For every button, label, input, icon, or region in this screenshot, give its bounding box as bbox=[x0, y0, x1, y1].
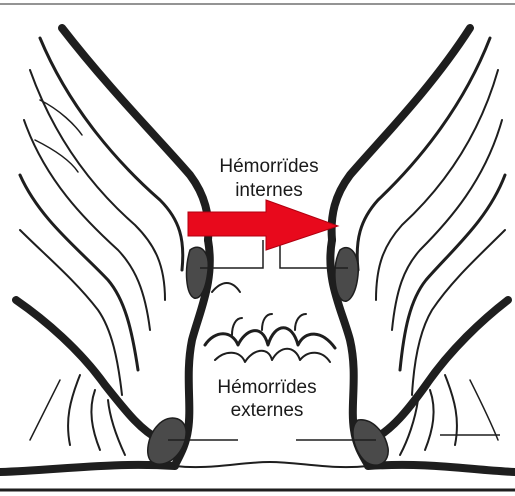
left-tissue-lines bbox=[16, 28, 208, 455]
internal-hemorrhoids-label-2: internes bbox=[235, 180, 303, 201]
external-leaders bbox=[168, 435, 500, 440]
bottom-skin bbox=[0, 462, 515, 490]
internal-hemorrhoids-label-1: Hémorrïdes bbox=[219, 156, 318, 177]
internal-hemorrhoid-right bbox=[335, 248, 358, 302]
external-hemorrhoids-label-2: externes bbox=[231, 400, 304, 421]
external-hemorrhoid-right bbox=[353, 420, 388, 465]
external-hemorrhoids-label-1: Hémorrïdes bbox=[217, 377, 316, 398]
right-tissue-lines bbox=[332, 28, 508, 455]
